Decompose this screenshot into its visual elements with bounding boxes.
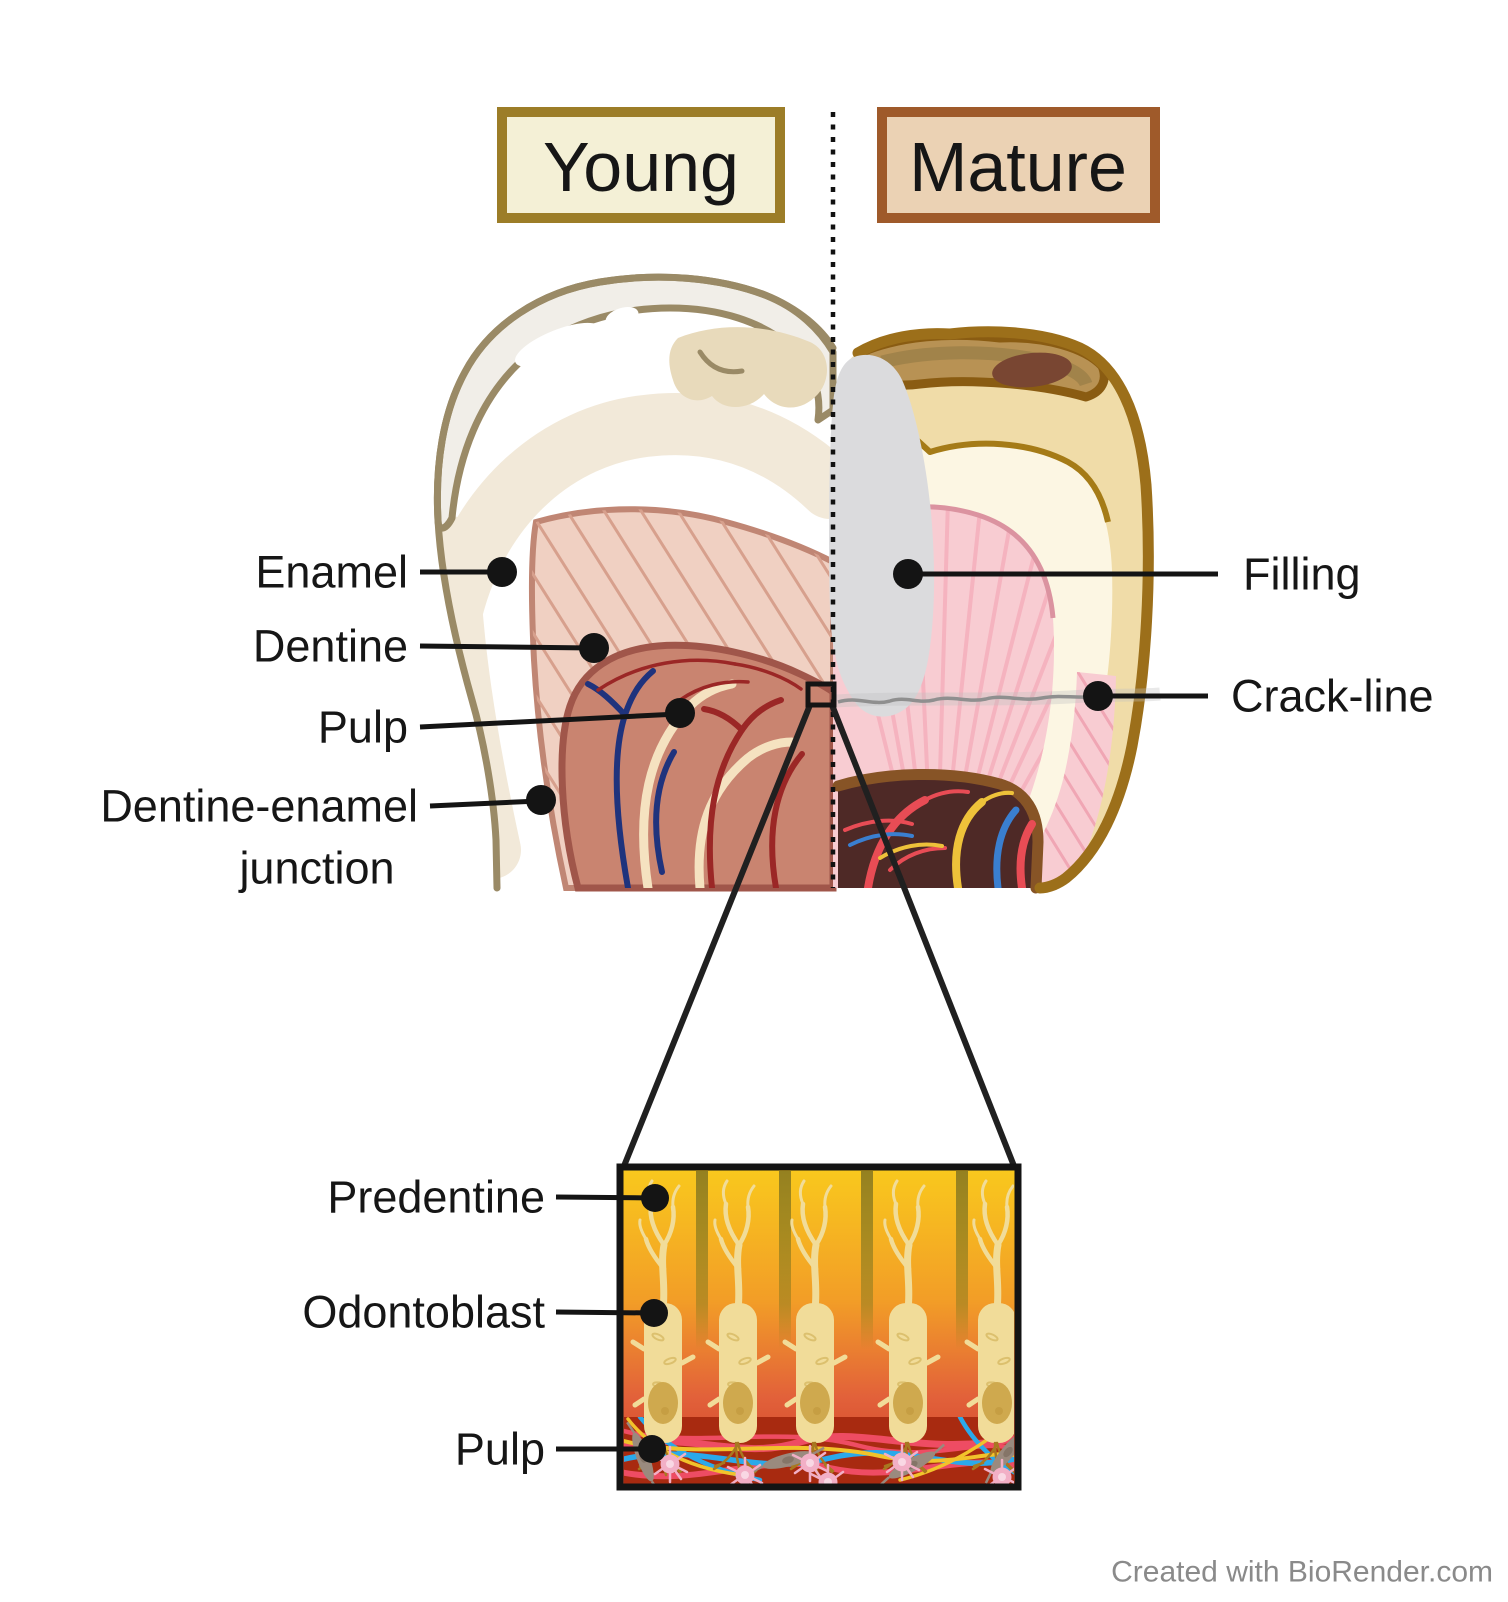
fissure-accent <box>697 349 745 375</box>
crack-line-label: Crack-line <box>1231 671 1434 722</box>
enamel-dot <box>487 557 517 587</box>
young-outer-outline <box>433 273 837 892</box>
magnifier-rect <box>805 681 837 708</box>
dej-dot <box>526 785 556 815</box>
young-title: Young <box>543 128 739 206</box>
crack-dot <box>1083 681 1113 711</box>
predentine-dot <box>641 1184 669 1212</box>
mature-title-box: Mature <box>877 107 1160 223</box>
mature-pulp-region <box>838 774 1038 888</box>
odontoblast-dot <box>640 1299 668 1327</box>
biorender-credit: Created with BioRender.com <box>1111 1556 1493 1589</box>
mature-pulp-cap <box>832 768 1044 894</box>
leader-dots <box>487 557 1113 1463</box>
dej-label-line1: Dentine-enamel <box>100 781 418 832</box>
enamel-label: Enamel <box>255 547 408 598</box>
inset-pulp-label: Pulp <box>455 1424 545 1475</box>
young-tooth-half <box>433 273 837 892</box>
mature-tooth-half <box>829 326 1161 894</box>
mature-title: Mature <box>909 128 1127 206</box>
crack-line-mark <box>837 693 1107 705</box>
dej-label-line2: junction <box>237 843 394 894</box>
mature-dentine-wedge <box>1002 672 1116 888</box>
leader-lines <box>419 569 1218 1452</box>
dentine-label: Dentine <box>253 621 408 672</box>
enamel-highlights <box>514 306 639 368</box>
odontoblast-label: Odontoblast <box>302 1287 545 1338</box>
filling-region <box>829 354 935 717</box>
pulp-dot <box>665 698 695 728</box>
filling-label: Filling <box>1243 549 1361 600</box>
mature-outer-outline <box>852 326 1154 894</box>
caries-spot <box>992 352 1072 388</box>
magnifier-callout <box>621 681 1017 1168</box>
filling-dot <box>893 559 923 589</box>
young-title-box: Young <box>497 107 785 223</box>
young-pulp-vessels <box>585 658 805 888</box>
dentinal-tubules <box>696 1171 968 1350</box>
predentine-label: Predentine <box>327 1172 545 1223</box>
histology-inset <box>616 1163 1022 1491</box>
pulp-label: Pulp <box>318 702 408 753</box>
inset-border <box>616 1163 1022 1491</box>
dentine-dot <box>579 633 609 663</box>
occlusal-fissure <box>669 327 828 408</box>
inset-pulp-dot <box>638 1435 666 1463</box>
